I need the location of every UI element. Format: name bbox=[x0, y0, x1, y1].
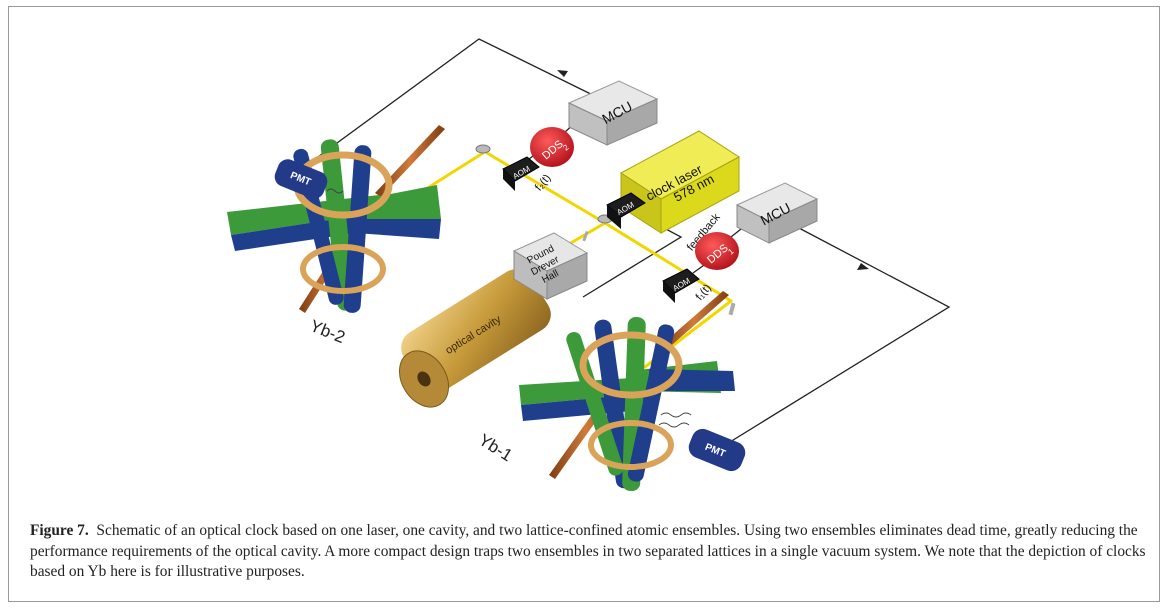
pmt-right-body bbox=[688, 428, 746, 472]
optical-cavity: optical cavity bbox=[398, 269, 551, 408]
mirror-top bbox=[475, 144, 491, 154]
f1-label: f₁(t) bbox=[694, 282, 714, 303]
mcu-top: MCU bbox=[567, 80, 659, 146]
ring-lower bbox=[300, 244, 386, 294]
mcu-right: MCU bbox=[735, 182, 819, 244]
pmt-left: PMT bbox=[274, 159, 344, 199]
yb1-label-group: Yb-1 bbox=[470, 424, 530, 476]
lattice-copper-beam bbox=[375, 125, 445, 197]
yb1-atomic-ensemble bbox=[519, 291, 735, 491]
dds1-body bbox=[695, 232, 739, 270]
aom-top-front bbox=[503, 169, 515, 191]
aom-bottom-front bbox=[663, 281, 675, 303]
lattice-blue-vertical bbox=[343, 145, 372, 313]
fluorescence-wave bbox=[326, 188, 344, 194]
ring-lower bbox=[588, 420, 674, 470]
dds2-sub: 2 bbox=[561, 142, 571, 152]
cavity-end-hole bbox=[417, 371, 431, 387]
pmt-left-body bbox=[274, 159, 328, 199]
dds1-sub: 1 bbox=[726, 246, 736, 256]
pound-drever-hall: Pound Drever Hall bbox=[512, 232, 589, 300]
mcu-right-side bbox=[768, 198, 818, 244]
fluorescence-wave bbox=[660, 412, 692, 418]
yb2-atomic-ensemble bbox=[227, 125, 445, 313]
ring-upper bbox=[579, 331, 683, 399]
fluorescence-wave bbox=[658, 422, 690, 428]
mcu-top-side bbox=[606, 98, 658, 146]
pdh-side bbox=[546, 252, 588, 300]
wire-pmt-left-to-mcu-top bbox=[306, 38, 610, 166]
beam-splitter-small bbox=[582, 230, 589, 242]
clock-laser: clock laser 578 nm bbox=[620, 130, 740, 234]
aom-mid: AOM bbox=[606, 192, 646, 229]
figure-frame: PMT Yb-2 optical cavity Pound Drever Hal… bbox=[8, 6, 1160, 602]
beam-mirror-to-aom-top bbox=[485, 151, 607, 225]
dds2-body bbox=[530, 127, 574, 167]
yb1-label-bg bbox=[470, 424, 530, 476]
optical-clock-schematic: PMT Yb-2 optical cavity Pound Drever Hal… bbox=[227, 38, 951, 491]
clock-laser-side bbox=[660, 156, 740, 234]
pmt-right: PMT bbox=[688, 428, 746, 472]
figure-caption: Figure 7. Schematic of an optical clock … bbox=[30, 521, 1155, 583]
lattice-copper-beam bbox=[659, 291, 729, 351]
wire-arrow bbox=[857, 263, 869, 270]
caption-label: Figure 7. bbox=[30, 522, 89, 539]
mirror-right bbox=[728, 302, 736, 316]
wire-pmt-right-to-mcu-right bbox=[711, 226, 951, 454]
wire-arrow bbox=[557, 70, 568, 77]
lattice-blue-beam bbox=[353, 219, 441, 239]
dds1: DDS 1 bbox=[695, 232, 739, 270]
yb2-label-group: Yb-2 bbox=[302, 311, 362, 357]
dds2: DDS 2 bbox=[530, 127, 574, 167]
beam-splitter-to-aom-bottom bbox=[603, 221, 733, 303]
lattice-blue-vertical bbox=[627, 324, 675, 482]
yb2-label-bg bbox=[302, 311, 362, 357]
aom-bottom: AOM bbox=[662, 268, 700, 303]
lattice-blue-vertical bbox=[594, 319, 633, 489]
aom-mid-front bbox=[607, 205, 621, 229]
caption-text: Schematic of an optical clock based on o… bbox=[30, 522, 1146, 581]
